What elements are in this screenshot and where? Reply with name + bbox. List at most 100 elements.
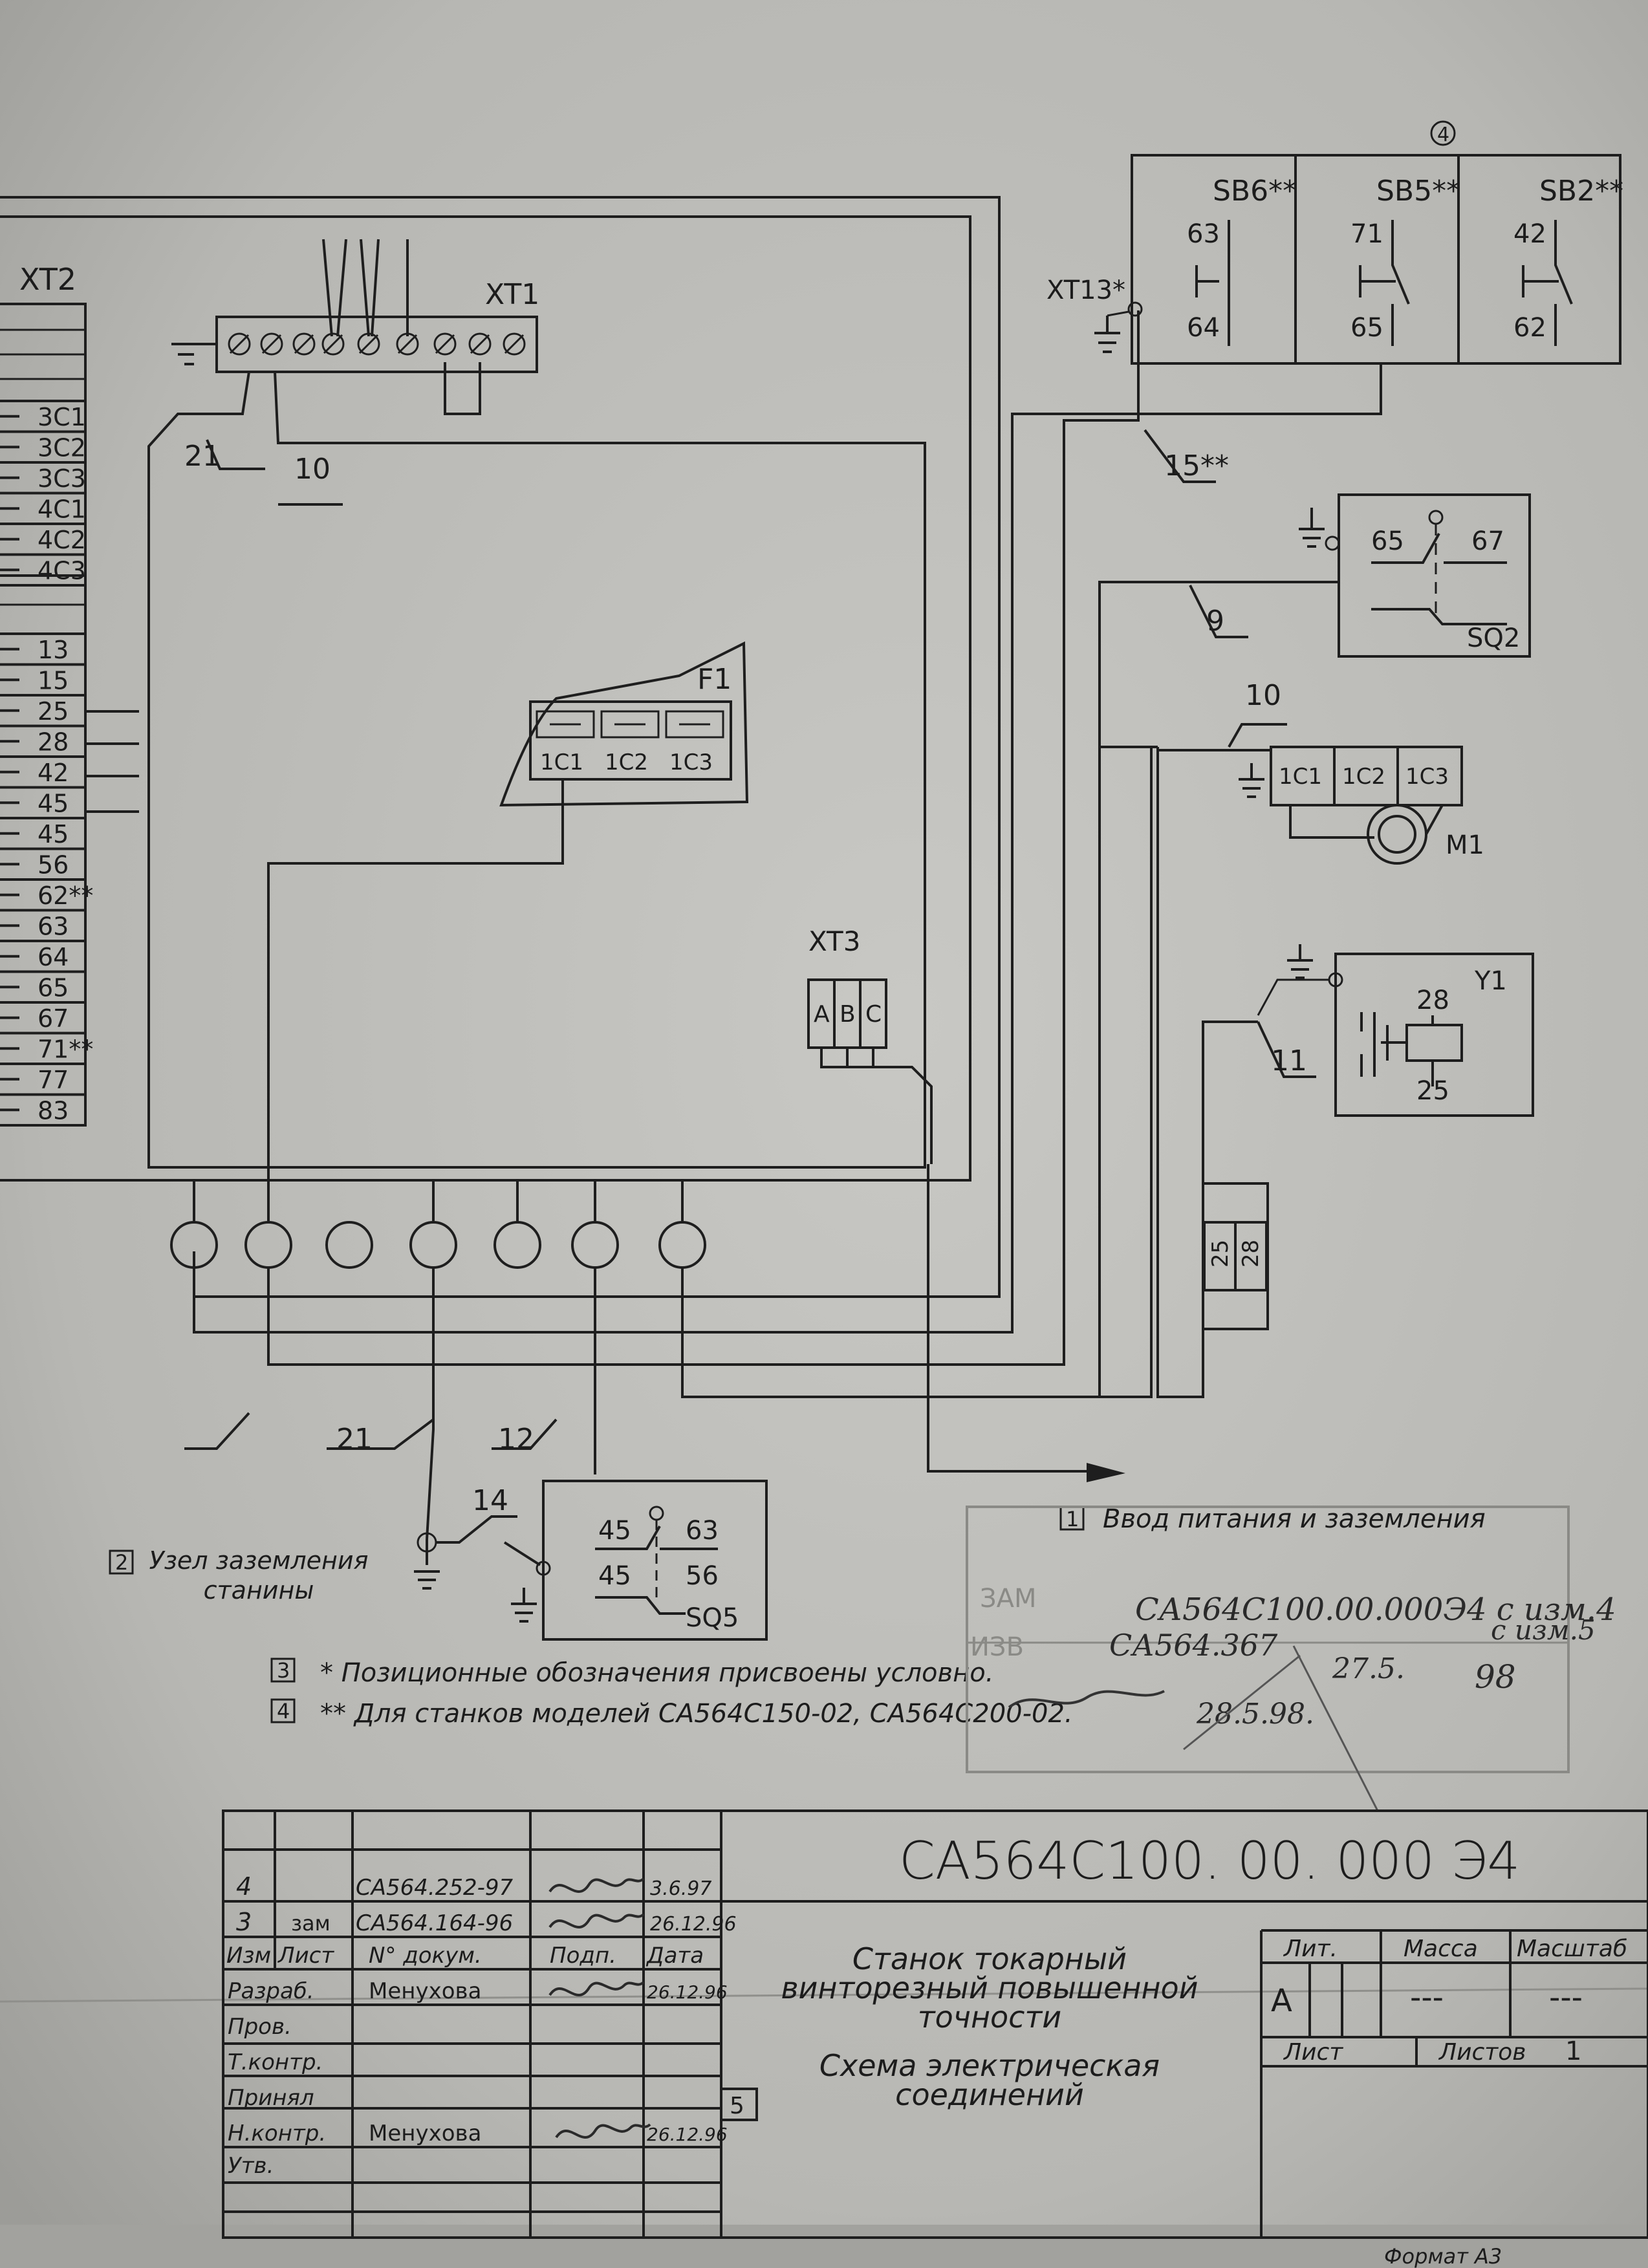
xt2-terminal-label: 3C2 bbox=[38, 434, 86, 462]
stamp-line-2c: 98 bbox=[1475, 1658, 1516, 1696]
tb-list-label: Лист bbox=[1283, 2039, 1343, 2066]
y1-top: 28 bbox=[1416, 986, 1449, 1015]
tb-col-header: N° докум. bbox=[369, 1943, 482, 1969]
tb-role-label: Т.контр. bbox=[228, 2049, 323, 2075]
y1-ground bbox=[1257, 944, 1343, 1016]
xt1-screw bbox=[503, 332, 526, 356]
wire-labels: 21 10 15** 9 10 11 21 12 14 bbox=[184, 440, 1307, 1517]
wire-label-21-top: 21 bbox=[184, 440, 221, 473]
sq2-ground bbox=[1299, 508, 1340, 551]
xt2-terminal-label: 3C1 bbox=[38, 403, 86, 431]
pin-block: 25 28 bbox=[1202, 1182, 1269, 1330]
motor-cell-label: 1C3 bbox=[1405, 764, 1449, 790]
wire-label-10-mid: 10 bbox=[1245, 679, 1281, 712]
f1-title: F1 bbox=[697, 663, 732, 696]
wire-label-11: 11 bbox=[1271, 1044, 1307, 1077]
tb-nkontr-name: Менухова bbox=[369, 2121, 481, 2146]
motor-cell-label: 1C2 bbox=[1342, 764, 1385, 790]
fuse-cell-label: 1C3 bbox=[669, 750, 713, 775]
tb-massa-value: --- bbox=[1410, 1980, 1444, 2016]
tb-listov-label: Листов bbox=[1438, 2039, 1526, 2066]
xt1-screw bbox=[321, 332, 345, 356]
xt2-terminal-label: 63 bbox=[38, 913, 69, 941]
limit-switch-sq5: 45 63 45 56 SQ5 bbox=[511, 1480, 768, 1641]
xt2-terminal-label: 28 bbox=[38, 728, 69, 757]
tb-masshtab-value: --- bbox=[1549, 1980, 1583, 2016]
fuse-cell-label: 1C2 bbox=[605, 750, 648, 775]
stamp-line-3: 28.5.98. bbox=[1196, 1698, 1314, 1731]
m1-ground bbox=[1239, 763, 1264, 798]
sq5-title: SQ5 bbox=[686, 1603, 739, 1633]
xt2-terminal-label: 25 bbox=[38, 697, 69, 726]
tb-role-label: Пров. bbox=[228, 2014, 292, 2040]
xt2-lower-blank bbox=[0, 574, 87, 635]
tb-razrab-date: 26.12.96 bbox=[647, 1982, 728, 2003]
xt1-screw bbox=[260, 332, 283, 356]
note-2-num: 2 bbox=[115, 1550, 128, 1575]
notes: 1 Ввод питания и заземления 2 Узел зазем… bbox=[109, 1504, 1486, 1729]
xt2-terminal-label: 71** bbox=[38, 1035, 93, 1064]
tb-rev-doc: СА564.252-97 bbox=[356, 1875, 513, 1901]
tb-lit-label: Лит. bbox=[1283, 1936, 1338, 1962]
tb-name-line: точности bbox=[918, 2000, 1061, 2035]
xt2-title: XT2 bbox=[19, 262, 76, 297]
note-4-num: 4 bbox=[277, 1699, 290, 1723]
xt2-terminal-label: 62** bbox=[38, 881, 93, 910]
button-name: SB6** bbox=[1213, 175, 1297, 208]
circled-mark: 4 bbox=[1437, 124, 1449, 146]
stamp-line-1b: с изм.5 bbox=[1491, 1614, 1596, 1646]
xt2-terminal-label: 65 bbox=[38, 974, 69, 1002]
tb-name-line: Схема электрическая bbox=[819, 2048, 1160, 2083]
xt1-title: XT1 bbox=[485, 278, 539, 311]
change-stamp: ЗАМ ИЗВ СА564С100.00.000Э4 с изм.4 с изм… bbox=[966, 1506, 1616, 1811]
pin-25: 25 bbox=[1208, 1240, 1233, 1268]
limit-switch-sq2: 65 67 SQ2 bbox=[1299, 493, 1531, 658]
tb-role-label: Утв. bbox=[228, 2153, 274, 2179]
tb-nkontr-date: 26.12.96 bbox=[647, 2124, 728, 2145]
xt2-terminal-label: 4C1 bbox=[38, 495, 86, 524]
note-1-text: Ввод питания и заземления bbox=[1103, 1504, 1486, 1534]
title-block: 5 СА564С100. 00. 000 Э4 Станок токарныйв… bbox=[222, 1809, 1648, 2239]
sq2-title: SQ2 bbox=[1467, 623, 1520, 653]
wire-label-12: 12 bbox=[498, 1423, 534, 1456]
button-terminal-top: 63 bbox=[1187, 219, 1220, 249]
tb-rev-izm: 4 bbox=[236, 1872, 252, 1901]
tb-rev-list: зам bbox=[291, 1911, 331, 1936]
xt1-screw bbox=[292, 332, 316, 356]
xt2-terminal-label: 13 bbox=[38, 636, 69, 664]
tb-sheet-cell: 5 bbox=[730, 2093, 744, 2119]
motor-cell-label: 1C1 bbox=[1279, 764, 1322, 790]
note-3-text: * Позиционные обозначения присвоены усло… bbox=[320, 1658, 993, 1688]
xt2-terminal-label: 4C2 bbox=[38, 526, 86, 554]
xt3-cell-label: A bbox=[814, 1001, 830, 1028]
tb-col-header: Лист bbox=[277, 1943, 334, 1969]
xt2-terminal-label: 77 bbox=[38, 1066, 69, 1094]
note-4-text: ** Для станков моделей СА564С150-02, СА5… bbox=[320, 1699, 1073, 1729]
sq5-r1r: 63 bbox=[686, 1516, 719, 1546]
xt3-title: XT3 bbox=[808, 925, 860, 957]
fuse-cell-label: 1C1 bbox=[540, 750, 583, 775]
tb-name-line: Станок токарный bbox=[852, 1941, 1127, 1976]
xt3-cell-label: B bbox=[840, 1001, 856, 1028]
wiring bbox=[0, 196, 1382, 1590]
tb-name-line: соединений bbox=[895, 2077, 1084, 2112]
button-terminal-top: 42 bbox=[1513, 219, 1546, 249]
tb-rev-izm: 3 bbox=[236, 1908, 252, 1936]
xt2-terminal-label: 45 bbox=[38, 790, 69, 818]
fuse-block-f1: F1 1C1 1C2 1C3 bbox=[499, 641, 749, 807]
button-name: SB5** bbox=[1376, 175, 1460, 208]
pin-28: 28 bbox=[1238, 1240, 1264, 1268]
tb-col-header: Дата bbox=[645, 1943, 704, 1969]
wire-label-14: 14 bbox=[472, 1484, 508, 1517]
button-name: SB2** bbox=[1539, 175, 1623, 208]
xt13-title: XT13* bbox=[1046, 275, 1125, 305]
wire-label-15: 15** bbox=[1164, 449, 1229, 482]
tb-role-label: Разраб. bbox=[228, 1978, 314, 2004]
button-terminal-top: 71 bbox=[1350, 219, 1383, 249]
note-3-num: 3 bbox=[277, 1658, 290, 1683]
